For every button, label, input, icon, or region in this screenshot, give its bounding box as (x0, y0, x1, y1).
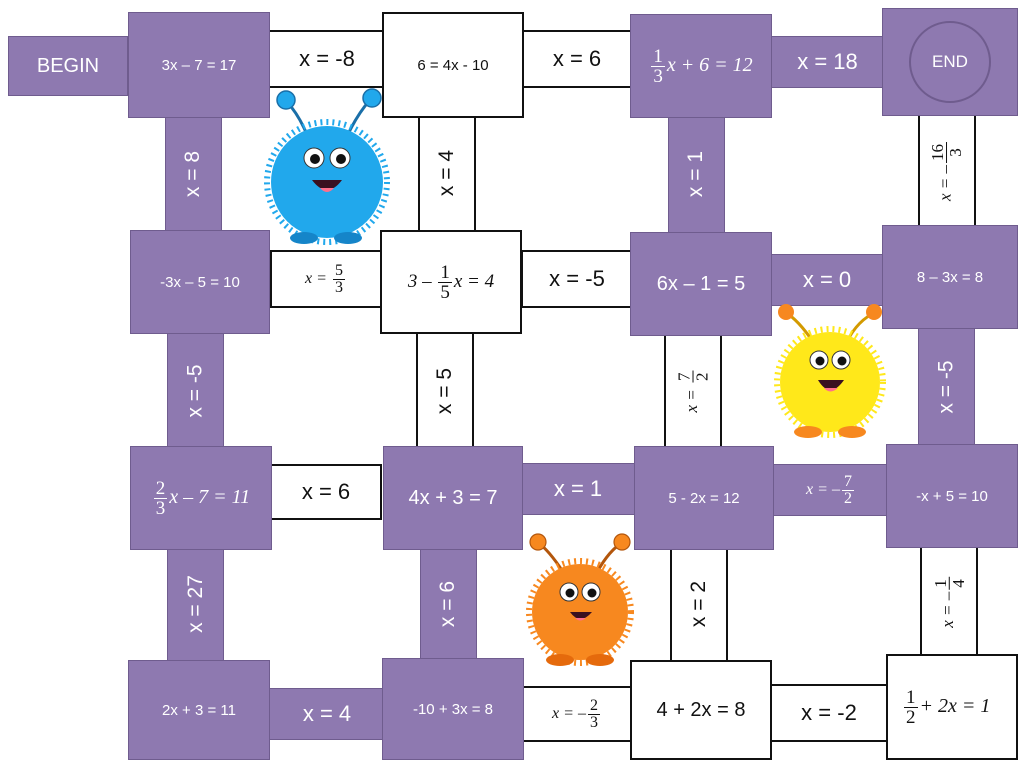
cell-r3c3: 5 - 2x = 12 (634, 446, 774, 550)
cell-r3c2-label: 4x + 3 = 7 (409, 487, 498, 510)
connector-h4a: x = 4 (268, 688, 386, 740)
cell-r2c3-label: 6x – 1 = 5 (657, 273, 745, 296)
connector-v3c-label: x = 2 (687, 581, 711, 627)
connector-v1a-label: x = 8 (182, 151, 206, 197)
connector-h1b: x = 6 (521, 30, 633, 88)
cell-r2c1-label: -3x – 5 = 10 (160, 274, 240, 291)
cell-r1c1: 3x – 7 = 17 (128, 12, 270, 118)
connector-v2b: x = 5 (416, 332, 474, 450)
cell-r2c3: 6x – 1 = 5 (630, 232, 772, 336)
cell-r3c4-label: -x + 5 = 10 (916, 488, 988, 505)
end-circle: END (909, 21, 991, 103)
connector-v3c: x = 2 (670, 544, 728, 664)
connector-v3b: x = 6 (420, 546, 477, 662)
connector-h3a: x = 6 (270, 464, 382, 520)
connector-h4c-label: x = -2 (801, 700, 857, 726)
end-cell: END (882, 8, 1018, 116)
begin-label: BEGIN (37, 55, 99, 78)
connector-v2a: x = -5 (167, 332, 224, 450)
connector-v3a: x = 27 (167, 546, 224, 662)
connector-v3b-label: x = 6 (437, 581, 461, 627)
cell-r1c2: 6 = 4x - 10 (382, 12, 524, 118)
connector-v2a-label: x = -5 (183, 364, 207, 417)
connector-h4a-label: x = 4 (303, 701, 351, 727)
connector-h1c: x = 18 (770, 36, 885, 88)
connector-v1b-label: x = 4 (435, 150, 459, 196)
connector-h1b-label: x = 6 (553, 46, 601, 72)
connector-v1b: x = 4 (418, 113, 476, 233)
connector-v2d-label: x = -5 (934, 360, 958, 413)
cell-r3c3-label: 5 - 2x = 12 (668, 490, 739, 507)
connector-h3b-label: x = 1 (554, 476, 602, 502)
cell-r4c3-label: 4 + 2x = 8 (657, 699, 746, 722)
end-label: END (932, 52, 968, 72)
orange-monster-icon (522, 532, 638, 668)
cell-r4c2: -10 + 3x = 8 (382, 658, 524, 760)
connector-v1c-label: x = 1 (685, 151, 709, 197)
connector-v1a: x = 8 (165, 115, 222, 233)
connector-h1a: x = -8 (268, 30, 386, 88)
cell-r4c2-label: -10 + 3x = 8 (413, 701, 493, 718)
connector-v3a-label: x = 27 (184, 575, 208, 633)
cell-r4c3: 4 + 2x = 8 (630, 660, 772, 760)
connector-v2d: x = -5 (918, 326, 975, 448)
cell-r1c1-label: 3x – 7 = 17 (162, 57, 237, 74)
cell-r4c1-label: 2x + 3 = 11 (162, 702, 236, 719)
connector-h1c-label: x = 18 (797, 49, 858, 75)
connector-h2c-label: x = 0 (803, 267, 851, 293)
cell-r2c4: 8 – 3x = 8 (882, 225, 1018, 329)
connector-v1c: x = 1 (668, 115, 725, 233)
connector-h1a-label: x = -8 (299, 46, 355, 72)
connector-v2b-label: x = 5 (433, 368, 457, 414)
cell-r2c4-label: 8 – 3x = 8 (917, 269, 983, 286)
cell-r2c1: -3x – 5 = 10 (130, 230, 270, 334)
cell-r3c2: 4x + 3 = 7 (383, 446, 523, 550)
begin-cell: BEGIN (8, 36, 128, 96)
connector-h2b: x = -5 (521, 250, 633, 308)
yellow-monster-icon (772, 296, 888, 440)
blue-monster-icon (262, 88, 392, 246)
connector-h4c: x = -2 (770, 684, 888, 742)
cell-r1c2-label: 6 = 4x - 10 (417, 57, 488, 74)
connector-h3a-label: x = 6 (302, 479, 350, 505)
connector-h2b-label: x = -5 (549, 266, 605, 292)
cell-r4c1: 2x + 3 = 11 (128, 660, 270, 760)
connector-h3b: x = 1 (519, 463, 637, 515)
cell-r3c4: -x + 5 = 10 (886, 444, 1018, 548)
